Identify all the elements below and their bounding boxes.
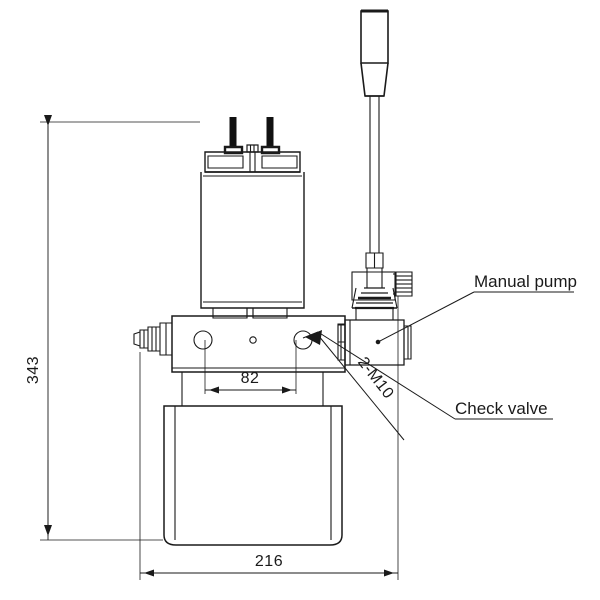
check-valve-arrowhead bbox=[305, 330, 322, 345]
dimension-mounting-width bbox=[204, 340, 297, 394]
callout-thread-leader bbox=[317, 334, 405, 441]
motor-feet bbox=[212, 308, 288, 319]
lever-hex-nut bbox=[365, 252, 384, 269]
reservoir bbox=[163, 405, 343, 546]
mount-hole-right bbox=[293, 330, 313, 350]
dimension-343-text: 343 bbox=[25, 356, 42, 384]
callout-check-valve-label: Check valve bbox=[455, 399, 548, 418]
reservoir-shoulder bbox=[181, 372, 324, 406]
lever-handle bbox=[360, 9, 389, 97]
motor bbox=[200, 172, 305, 309]
motor-cap bbox=[204, 151, 301, 173]
dimension-82-text: 82 bbox=[241, 370, 260, 387]
manifold bbox=[171, 315, 346, 373]
pump-stem bbox=[366, 268, 383, 288]
manifold-right-face bbox=[337, 323, 345, 343]
pump-upper-bracket bbox=[351, 271, 396, 301]
callout-manual-pump-leader bbox=[375, 291, 574, 345]
dimension-216-text: 216 bbox=[255, 553, 283, 570]
port-left bbox=[133, 322, 172, 356]
pump-body bbox=[337, 319, 412, 366]
center-port bbox=[249, 336, 257, 344]
dimension-overall-height bbox=[40, 115, 200, 541]
motor-terminals bbox=[223, 117, 281, 155]
callout-manual-pump-label: Manual pump bbox=[474, 272, 577, 291]
lever-rod bbox=[369, 96, 380, 253]
pump-collar bbox=[355, 308, 394, 321]
knurled-cap bbox=[393, 271, 413, 297]
pump-bellows bbox=[351, 287, 398, 310]
dimension-overall-width bbox=[139, 296, 399, 580]
mount-hole-left bbox=[193, 330, 213, 350]
